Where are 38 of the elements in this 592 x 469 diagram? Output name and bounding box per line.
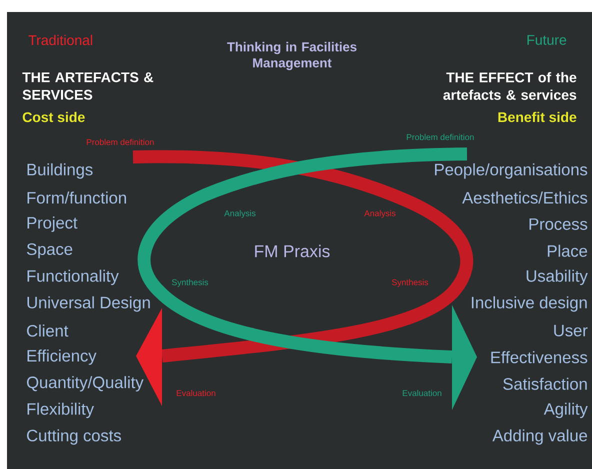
ribbon-label: Evaluation [176, 390, 216, 396]
list-item: Form/function [28, 192, 126, 204]
list-item: User [554, 324, 588, 336]
list-item: Project [28, 216, 78, 232]
list-item: People/organisations [435, 163, 588, 179]
side-heading: Traditional [28, 34, 92, 46]
list-item: Satisfaction [503, 378, 587, 390]
list-item: Place [548, 244, 588, 257]
ribbon-label: Evaluation [402, 390, 442, 396]
ribbon-label: Analysis [224, 210, 256, 218]
list-item: Usability [526, 270, 588, 286]
list-item: Flexibility [28, 402, 94, 418]
list-item: Inclusive design [472, 296, 587, 312]
list-item: Quantity/Quality [26, 376, 144, 392]
list-item: Client [27, 324, 68, 337]
ribbon-label: Problem definition [406, 134, 474, 140]
center-label: FM Praxis [255, 244, 330, 258]
list-item: Universal Design [27, 296, 150, 312]
side-heading: Future [527, 35, 566, 45]
ribbon-label: Synthesis [392, 279, 428, 287]
column-heading: THE ARTEFACTS & SERVICES [22, 72, 154, 100]
ribbon-label: Analysis [364, 210, 396, 218]
list-item: Functionality [28, 270, 119, 286]
ribbon-label: Problem definition [86, 138, 154, 146]
list-item: Buildings [28, 163, 93, 179]
list-item: Adding value [492, 429, 588, 445]
side-subheading: Benefit side [498, 112, 576, 122]
list-item: Effectiveness [491, 351, 588, 364]
title: Thinking in Facilities Management [227, 42, 356, 70]
list-item: Process [530, 218, 588, 230]
list-item: Agility [544, 402, 588, 418]
side-subheading: Cost side [22, 112, 85, 122]
list-item: Space [26, 243, 72, 258]
list-item: Cutting costs [27, 429, 121, 445]
column-heading: THE EFFECT of the artefacts & services [443, 72, 576, 100]
ribbon-label: Synthesis [172, 279, 208, 287]
list-item: Aesthetics/Ethics [462, 192, 588, 204]
list-item: Efficiency [28, 350, 96, 365]
